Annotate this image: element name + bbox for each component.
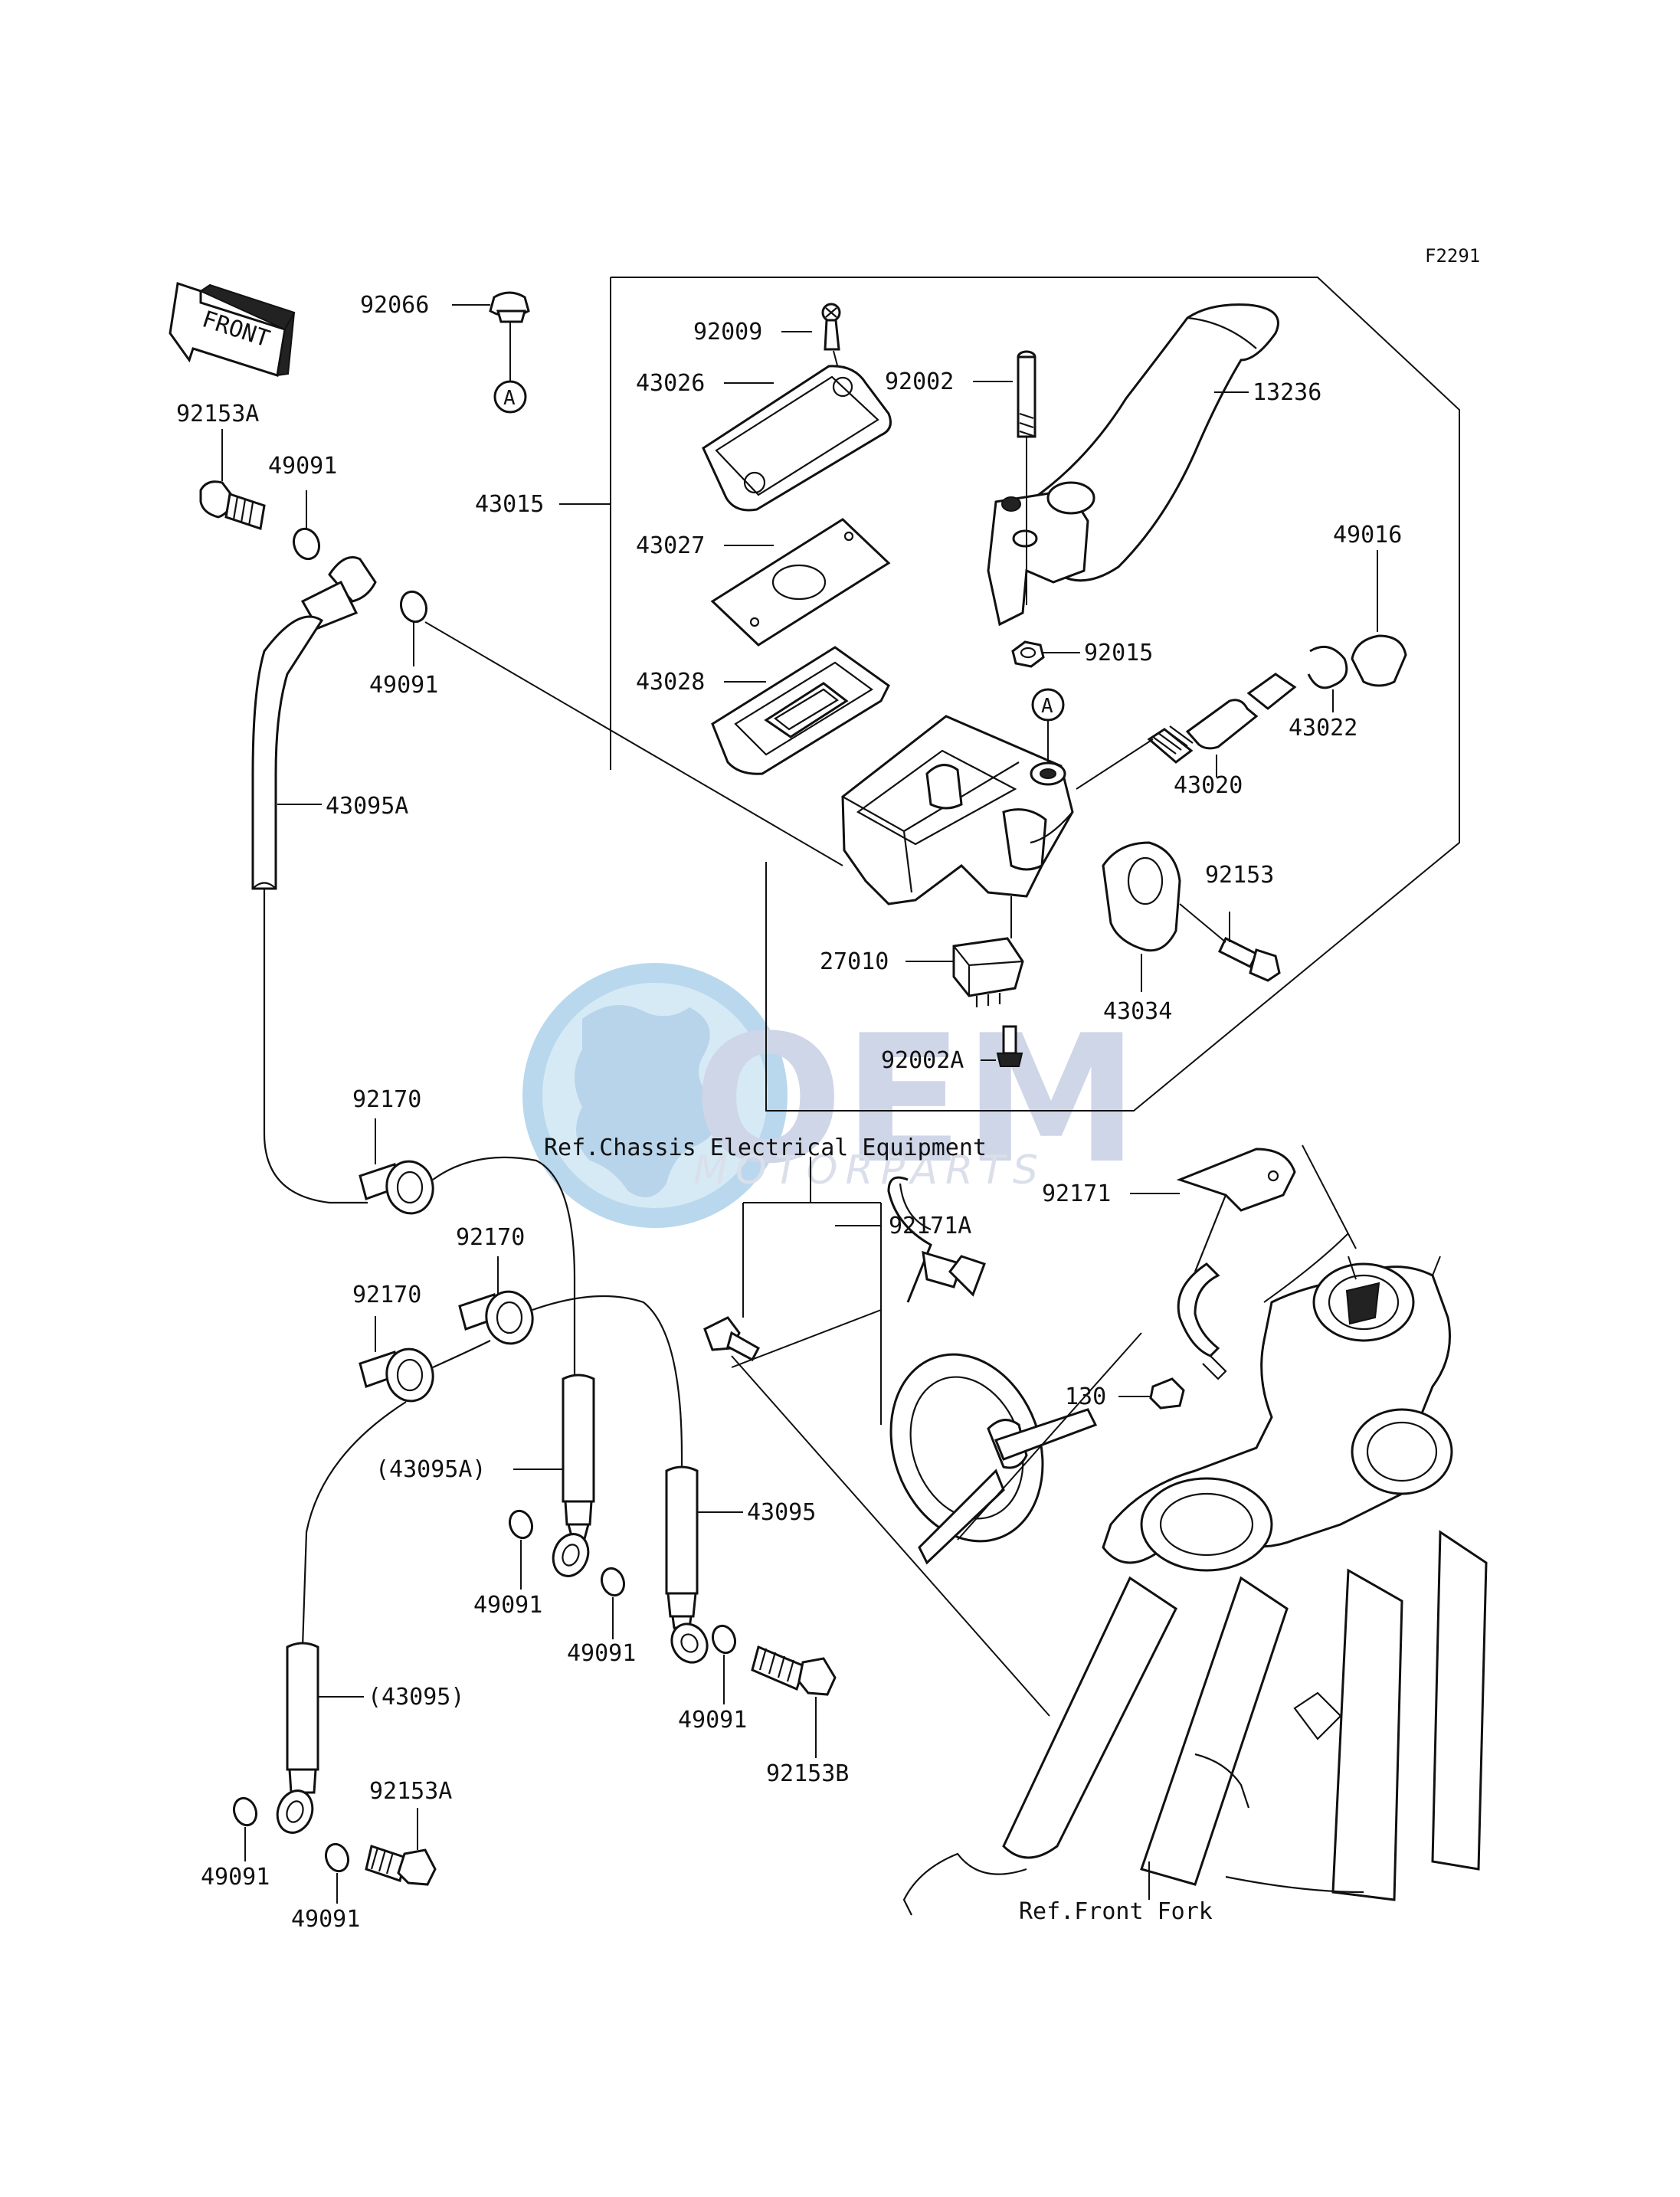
master-cylinder-body: A (841, 688, 1074, 905)
label-92066: 92066 (360, 292, 429, 319)
bolt-horn-left (703, 1309, 1050, 1717)
ref-chassis-electrical: Ref.Chassis Electrical Equipment (544, 1135, 987, 1161)
label-49091-a: 49091 (268, 453, 337, 480)
label-92002a: 92002A (881, 1047, 964, 1074)
label-43095: 43095 (747, 1499, 816, 1526)
hose-joint-92170-a (359, 1118, 434, 1215)
washer-49091-e (711, 1624, 737, 1655)
diagram-code: F2291 (1425, 245, 1480, 267)
label-43095a-paren: (43095A) (375, 1456, 486, 1483)
label-49091-d: 49091 (567, 1640, 636, 1667)
label-92153b: 92153B (766, 1760, 849, 1787)
bracket-92171 (1130, 1144, 1357, 1380)
plate-43027 (710, 518, 891, 647)
label-92009: 92009 (693, 319, 762, 345)
callout-a-marker: A (503, 387, 516, 410)
banjo-bolt-92153b (751, 1645, 837, 1758)
label-43015: 43015 (475, 491, 544, 518)
banjo-bolt-92153a-bottom (365, 1808, 437, 1886)
label-43027: 43027 (636, 532, 705, 559)
diaphragm-43028 (711, 646, 890, 775)
callout-a-marker-2: A (1041, 695, 1053, 718)
label-92015: 92015 (1084, 640, 1153, 666)
screw-92009 (781, 303, 842, 381)
label-49091-f: 49091 (201, 1864, 270, 1891)
label-49091-b: 49091 (369, 672, 438, 699)
watermark: OEM MOTORPARTS (522, 963, 1139, 1228)
nut-92015 (1011, 640, 1080, 668)
label-49091-e: 49091 (678, 1707, 747, 1734)
horn-assembly (835, 1176, 1098, 1565)
switch-27010 (905, 896, 1024, 1007)
label-27010: 27010 (820, 948, 889, 975)
label-43026: 43026 (636, 370, 705, 397)
clamp-43034 (1102, 841, 1181, 992)
washer-49091-f (232, 1796, 258, 1827)
hose-joint-92170-c (359, 1316, 434, 1403)
label-92171: 92171 (1042, 1180, 1111, 1207)
hose-end-43095a-paren (513, 1279, 595, 1577)
lever-13236 (987, 303, 1279, 627)
label-92170-c: 92170 (352, 1282, 421, 1308)
watermark-sub: MOTORPARTS (693, 1148, 1046, 1193)
label-130: 130 (1065, 1383, 1106, 1410)
label-43095a: 43095A (326, 793, 408, 820)
hose-end-43095 (665, 1455, 743, 1664)
watermark-continents-icon (575, 1005, 718, 1197)
label-43028: 43028 (636, 669, 705, 696)
cap-92066: A (452, 291, 530, 414)
label-13236: 13236 (1253, 379, 1321, 406)
label-43022: 43022 (1289, 715, 1357, 742)
label-49091-g: 49091 (291, 1906, 360, 1933)
label-43034: 43034 (1103, 998, 1172, 1025)
boot-49016 (1351, 550, 1407, 687)
ref-front-fork: Ref.Front Fork (1019, 1898, 1213, 1925)
label-92153a-top: 92153A (176, 401, 259, 427)
label-43020: 43020 (1174, 772, 1243, 799)
watermark-brand: OEM (693, 998, 1139, 1203)
label-43095-paren: (43095) (368, 1684, 464, 1711)
assembly-outline-43015 (610, 277, 1460, 1112)
piston-43020 (1076, 673, 1297, 790)
screw-92002a (981, 1025, 1023, 1067)
pivot-bolt-92002 (973, 350, 1036, 605)
label-92153: 92153 (1205, 862, 1274, 889)
bolt-130 (1118, 1377, 1185, 1410)
reservoir-cap-43026 (702, 365, 892, 512)
label-49016: 49016 (1333, 522, 1402, 548)
washer-49091-g (324, 1842, 350, 1873)
part-labels: 92066 92153A 49091 49091 43095A 92009 43… (176, 292, 1402, 1933)
hose-joint-92170-b (458, 1256, 534, 1345)
label-92170-b: 92170 (456, 1224, 525, 1251)
label-92171a: 92171A (889, 1213, 971, 1239)
label-92002: 92002 (885, 368, 954, 395)
washer-49091-a (292, 527, 321, 561)
front-arrow-icon: FRONT (169, 282, 296, 377)
banjo-bolt-92153a-top (199, 429, 266, 530)
front-fork-assembly (902, 1233, 1488, 1916)
washer-49091-b (399, 590, 428, 624)
washer-49091-d (600, 1567, 626, 1597)
hose-end-43095-paren (276, 1642, 364, 1834)
washer-49091-c (508, 1509, 534, 1540)
bolt-92153 (1179, 903, 1281, 982)
brake-hose-43095a (251, 556, 377, 1204)
label-49091-c: 49091 (473, 1592, 542, 1619)
label-92170-a: 92170 (352, 1086, 421, 1113)
label-92153a-bottom: 92153A (369, 1778, 452, 1805)
circlip-43022 (1307, 645, 1348, 712)
